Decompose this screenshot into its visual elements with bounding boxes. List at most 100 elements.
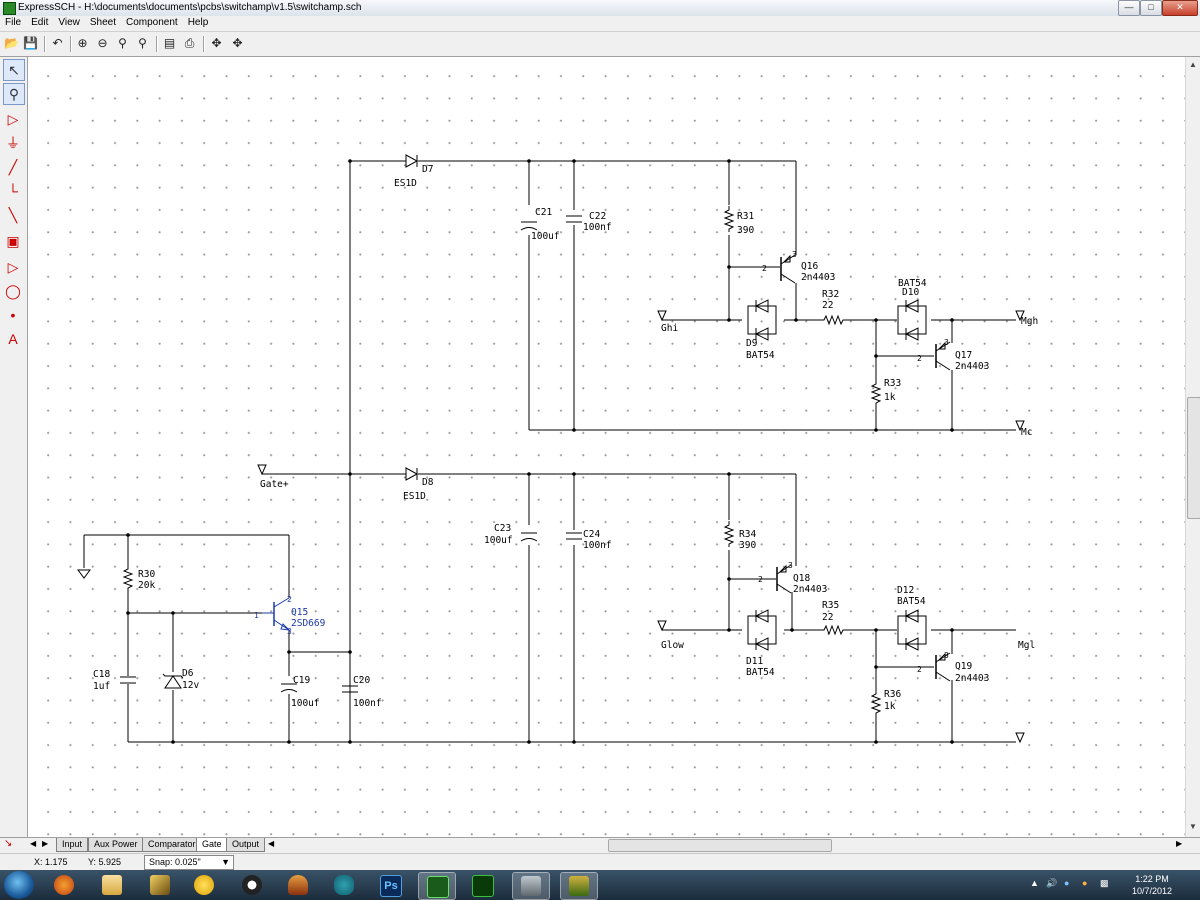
wire-icon[interactable]: ╱ xyxy=(8,159,18,175)
circle-icon[interactable]: ◯ xyxy=(5,283,21,299)
menu-help[interactable]: Help xyxy=(187,17,209,28)
move-icon[interactable]: ✥ xyxy=(232,36,243,50)
text-icon[interactable]: A xyxy=(8,331,18,347)
taskbar-photoshop[interactable]: Ps xyxy=(372,872,408,898)
capacitor-c18[interactable] xyxy=(119,676,137,684)
horizontal-scroll-thumb[interactable] xyxy=(608,839,832,852)
select-icon[interactable]: ↖ xyxy=(3,59,25,81)
label-q17-ref: Q17 xyxy=(955,350,972,361)
zener-d6[interactable] xyxy=(162,673,184,689)
hscroll-left-icon[interactable]: ◀ xyxy=(268,839,275,848)
capacitor-c21[interactable] xyxy=(520,221,538,231)
tab-comparator[interactable]: Comparator xyxy=(142,838,202,852)
vertical-scrollbar[interactable]: ▲ ▼ xyxy=(1185,57,1200,837)
label-c19-value: 100uf xyxy=(291,698,320,709)
tray-app-icon[interactable]: ● xyxy=(1064,878,1070,888)
taskbar-arduino[interactable] xyxy=(326,872,362,898)
menu-component[interactable]: Component xyxy=(126,17,178,28)
label-q16-ref: Q16 xyxy=(801,261,818,272)
resistor-r31[interactable] xyxy=(724,205,734,233)
diode-d12[interactable] xyxy=(897,609,927,651)
close-button[interactable]: ✕ xyxy=(1162,0,1198,16)
taskbar-helmet[interactable] xyxy=(280,872,316,898)
taskbar-tool[interactable] xyxy=(142,872,178,898)
resistor-r30[interactable] xyxy=(123,564,133,592)
diode-d10[interactable] xyxy=(897,299,927,341)
taskbar-media[interactable] xyxy=(186,872,222,898)
resistor-r36[interactable] xyxy=(871,689,881,717)
tab-input[interactable]: Input xyxy=(56,838,89,852)
capacitor-c24[interactable] xyxy=(565,532,583,540)
menu-view[interactable]: View xyxy=(58,17,80,28)
port-ghi[interactable] xyxy=(657,310,667,321)
resistor-r35[interactable] xyxy=(819,625,847,635)
port-mgl[interactable] xyxy=(1015,732,1025,743)
diode-d8[interactable] xyxy=(405,467,419,481)
diode-d11[interactable] xyxy=(747,609,777,651)
taskbar-app[interactable] xyxy=(234,872,270,898)
minimize-button[interactable]: — xyxy=(1118,0,1140,16)
capacitor-c22[interactable] xyxy=(565,215,583,223)
taskbar-expresspcb[interactable] xyxy=(464,872,500,898)
taskbar-board[interactable] xyxy=(560,872,598,900)
zoom-fit-icon[interactable]: ⚲ xyxy=(138,36,147,50)
menu-sheet[interactable]: Sheet xyxy=(89,17,116,28)
open-icon[interactable]: 📂 xyxy=(4,36,19,50)
print-icon[interactable]: ⎙ xyxy=(184,36,195,50)
zoom-out-icon[interactable]: ⊖ xyxy=(97,36,108,50)
label-q15-value: 2SD669 xyxy=(291,618,326,629)
zoom-in-icon[interactable]: ⊕ xyxy=(77,36,88,50)
transistor-q16[interactable] xyxy=(780,254,796,284)
properties-icon[interactable]: ▤ xyxy=(163,36,176,50)
photoshop-icon: Ps xyxy=(380,875,402,897)
port-icon[interactable]: ▷ xyxy=(7,259,19,275)
hscroll-right-icon[interactable]: ▶ xyxy=(1176,839,1183,848)
toolbar-separator xyxy=(156,36,158,52)
component-icon[interactable]: ▷ xyxy=(7,111,19,127)
tab-output[interactable]: Output xyxy=(226,838,266,852)
bus-icon[interactable]: └ xyxy=(8,183,18,199)
resistor-r32[interactable] xyxy=(819,315,847,325)
system-clock[interactable]: 1:22 PM 10/7/2012 xyxy=(1122,873,1182,897)
diode-d9[interactable] xyxy=(747,299,777,341)
start-button[interactable] xyxy=(4,871,34,899)
port-glow[interactable] xyxy=(657,620,667,631)
capacitor-c23[interactable] xyxy=(520,532,538,542)
network-icon[interactable]: ▩ xyxy=(1100,878,1109,888)
undo-icon[interactable]: ↶ xyxy=(52,36,63,50)
tab-scroll-left-icon[interactable]: ◀ xyxy=(30,839,37,848)
probe-icon[interactable]: ↘ xyxy=(4,838,13,849)
ground-icon[interactable]: ⏚ xyxy=(6,135,20,151)
volume-icon[interactable]: 🔊 xyxy=(1046,878,1058,888)
line-icon[interactable]: ╲ xyxy=(8,207,18,223)
maximize-button[interactable]: □ xyxy=(1140,0,1162,16)
taskbar-explorer[interactable] xyxy=(94,872,130,898)
menu-edit[interactable]: Edit xyxy=(31,17,49,28)
junction-icon[interactable]: • xyxy=(10,307,16,323)
diode-d7[interactable] xyxy=(405,154,419,168)
port-gate-plus[interactable] xyxy=(257,464,267,475)
save-icon[interactable]: 💾 xyxy=(23,36,38,50)
transistor-q15[interactable] xyxy=(262,597,291,631)
scroll-down-icon[interactable]: ▼ xyxy=(1189,822,1197,831)
resistor-r34[interactable] xyxy=(724,520,734,548)
scroll-up-icon[interactable]: ▲ xyxy=(1189,60,1197,69)
tab-scroll-right-icon[interactable]: ▶ xyxy=(42,839,49,848)
snap-select[interactable]: Snap: 0.025"▼ xyxy=(144,855,234,870)
connector-icon[interactable]: ▣ xyxy=(6,233,20,249)
tab-gate[interactable]: Gate xyxy=(196,838,228,852)
label-d9-ref: D9 xyxy=(746,338,758,349)
tray-app-icon[interactable]: ● xyxy=(1082,878,1088,888)
tray-arrow-icon[interactable]: ▲ xyxy=(1030,878,1039,888)
zoom-select-icon[interactable]: ⚲ xyxy=(3,83,25,105)
scroll-thumb[interactable] xyxy=(1187,397,1200,519)
taskbar-expresssch[interactable] xyxy=(418,872,456,900)
zoom-area-icon[interactable]: ⚲ xyxy=(118,36,127,50)
tab-aux-power[interactable]: Aux Power xyxy=(88,838,144,852)
menu-file[interactable]: File xyxy=(5,17,22,28)
taskbar-window[interactable] xyxy=(512,872,550,900)
taskbar-firefox[interactable] xyxy=(46,872,82,898)
pan-icon[interactable]: ✥ xyxy=(211,36,222,50)
resistor-r33[interactable] xyxy=(871,379,881,407)
schematic-canvas[interactable]: ES1D D7 ES1D D8 C21 100uf C22 100nf R31 … xyxy=(28,57,1185,837)
